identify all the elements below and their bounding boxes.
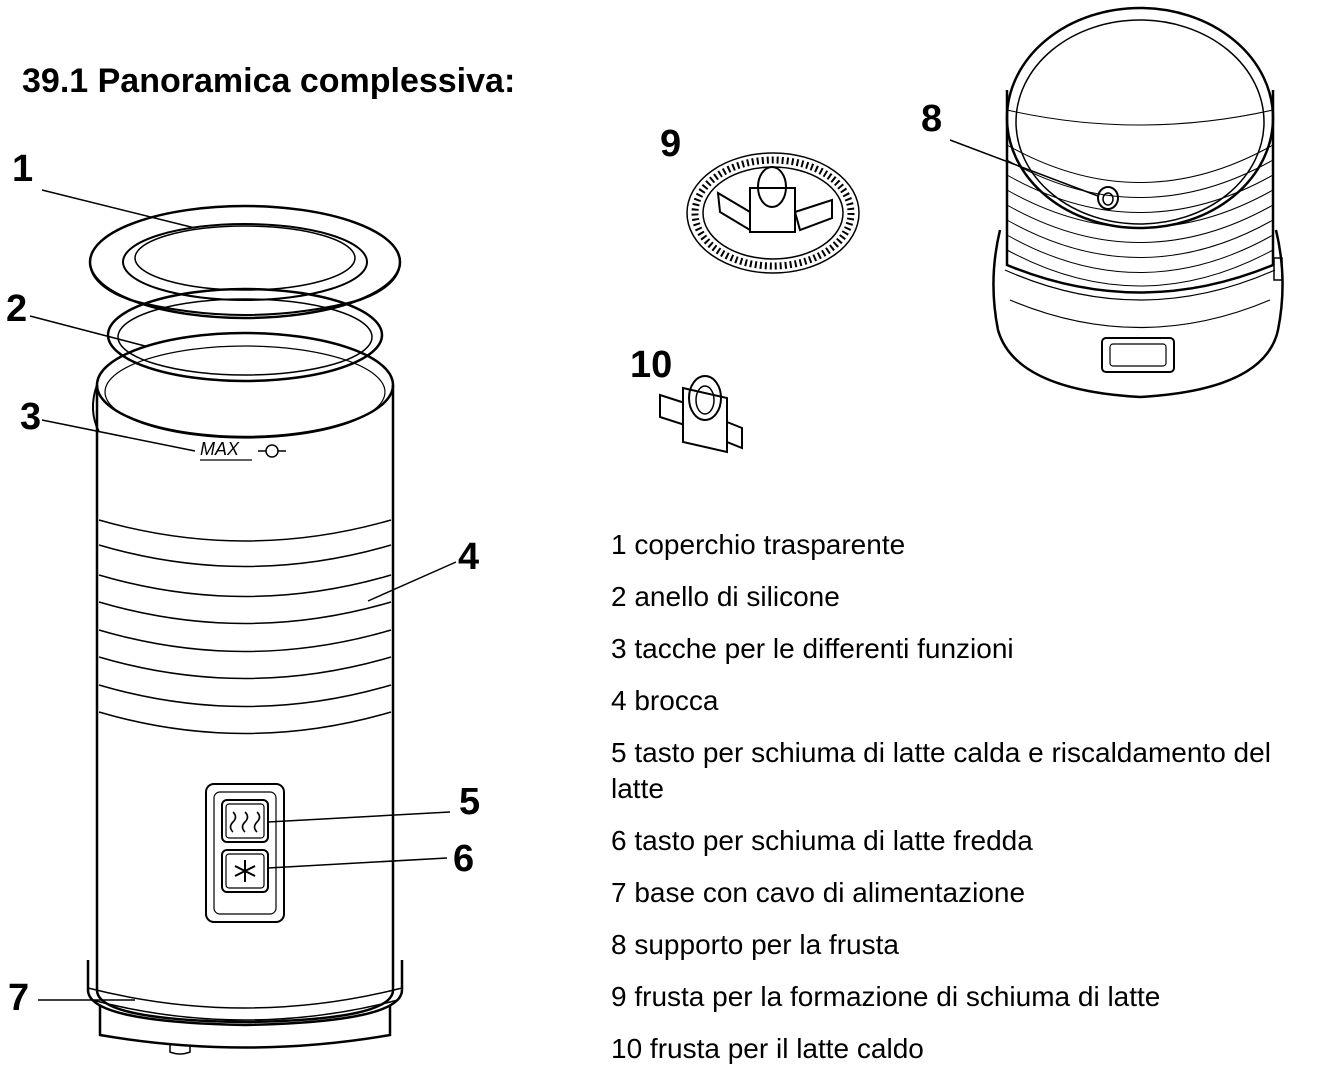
legend-item: 3 tacche per le differenti funzioni (611, 633, 1014, 664)
whisk-spring (686, 152, 860, 274)
product-overview-figure: MAX (29, 6, 1284, 1055)
snowflake-icon (221, 849, 269, 893)
power-base (86, 960, 404, 1055)
whisk-holder (992, 6, 1284, 399)
legend-item: 8 supporto per la frusta (611, 929, 899, 960)
legend-item: 1 coperchio trasparente (611, 529, 906, 560)
callout-4: 4 (458, 536, 480, 578)
legend-item: 5 tasto per schiuma di latte calda e ris… (611, 737, 1271, 804)
max-marking: MAX (200, 439, 240, 459)
callout-10: 10 (630, 344, 673, 386)
legend-item: 10 frusta per il latte caldo (611, 1033, 924, 1064)
parts-legend: 1 coperchio trasparente 2 anello di sili… (611, 527, 1326, 1083)
steam-waves-icon (221, 799, 269, 843)
hot-milk-whisk (659, 375, 743, 454)
legend-item: 6 tasto per schiuma di latte fredda (611, 825, 1033, 856)
page-title: 39.1 Panoramica complessiva: (22, 62, 516, 100)
milk-frother-jug: MAX (92, 331, 395, 1024)
legend-item: 9 frusta per la formazione di schiuma di… (611, 981, 1161, 1012)
transparent-lid (88, 204, 402, 320)
callout-2: 2 (6, 288, 28, 330)
callout-6: 6 (453, 838, 475, 880)
callout-3: 3 (20, 396, 42, 438)
legend-item: 7 base con cavo di alimentazione (611, 877, 1026, 908)
callout-1: 1 (12, 148, 34, 190)
callout-leader-lines (29, 139, 1099, 1001)
callout-9: 9 (660, 123, 682, 165)
legend-item: 2 anello di silicone (611, 581, 840, 612)
silicone-ring (106, 287, 384, 383)
callout-7: 7 (8, 977, 30, 1019)
callout-8: 8 (921, 98, 943, 140)
callout-5: 5 (459, 781, 481, 823)
legend-item: 4 brocca (611, 685, 719, 716)
